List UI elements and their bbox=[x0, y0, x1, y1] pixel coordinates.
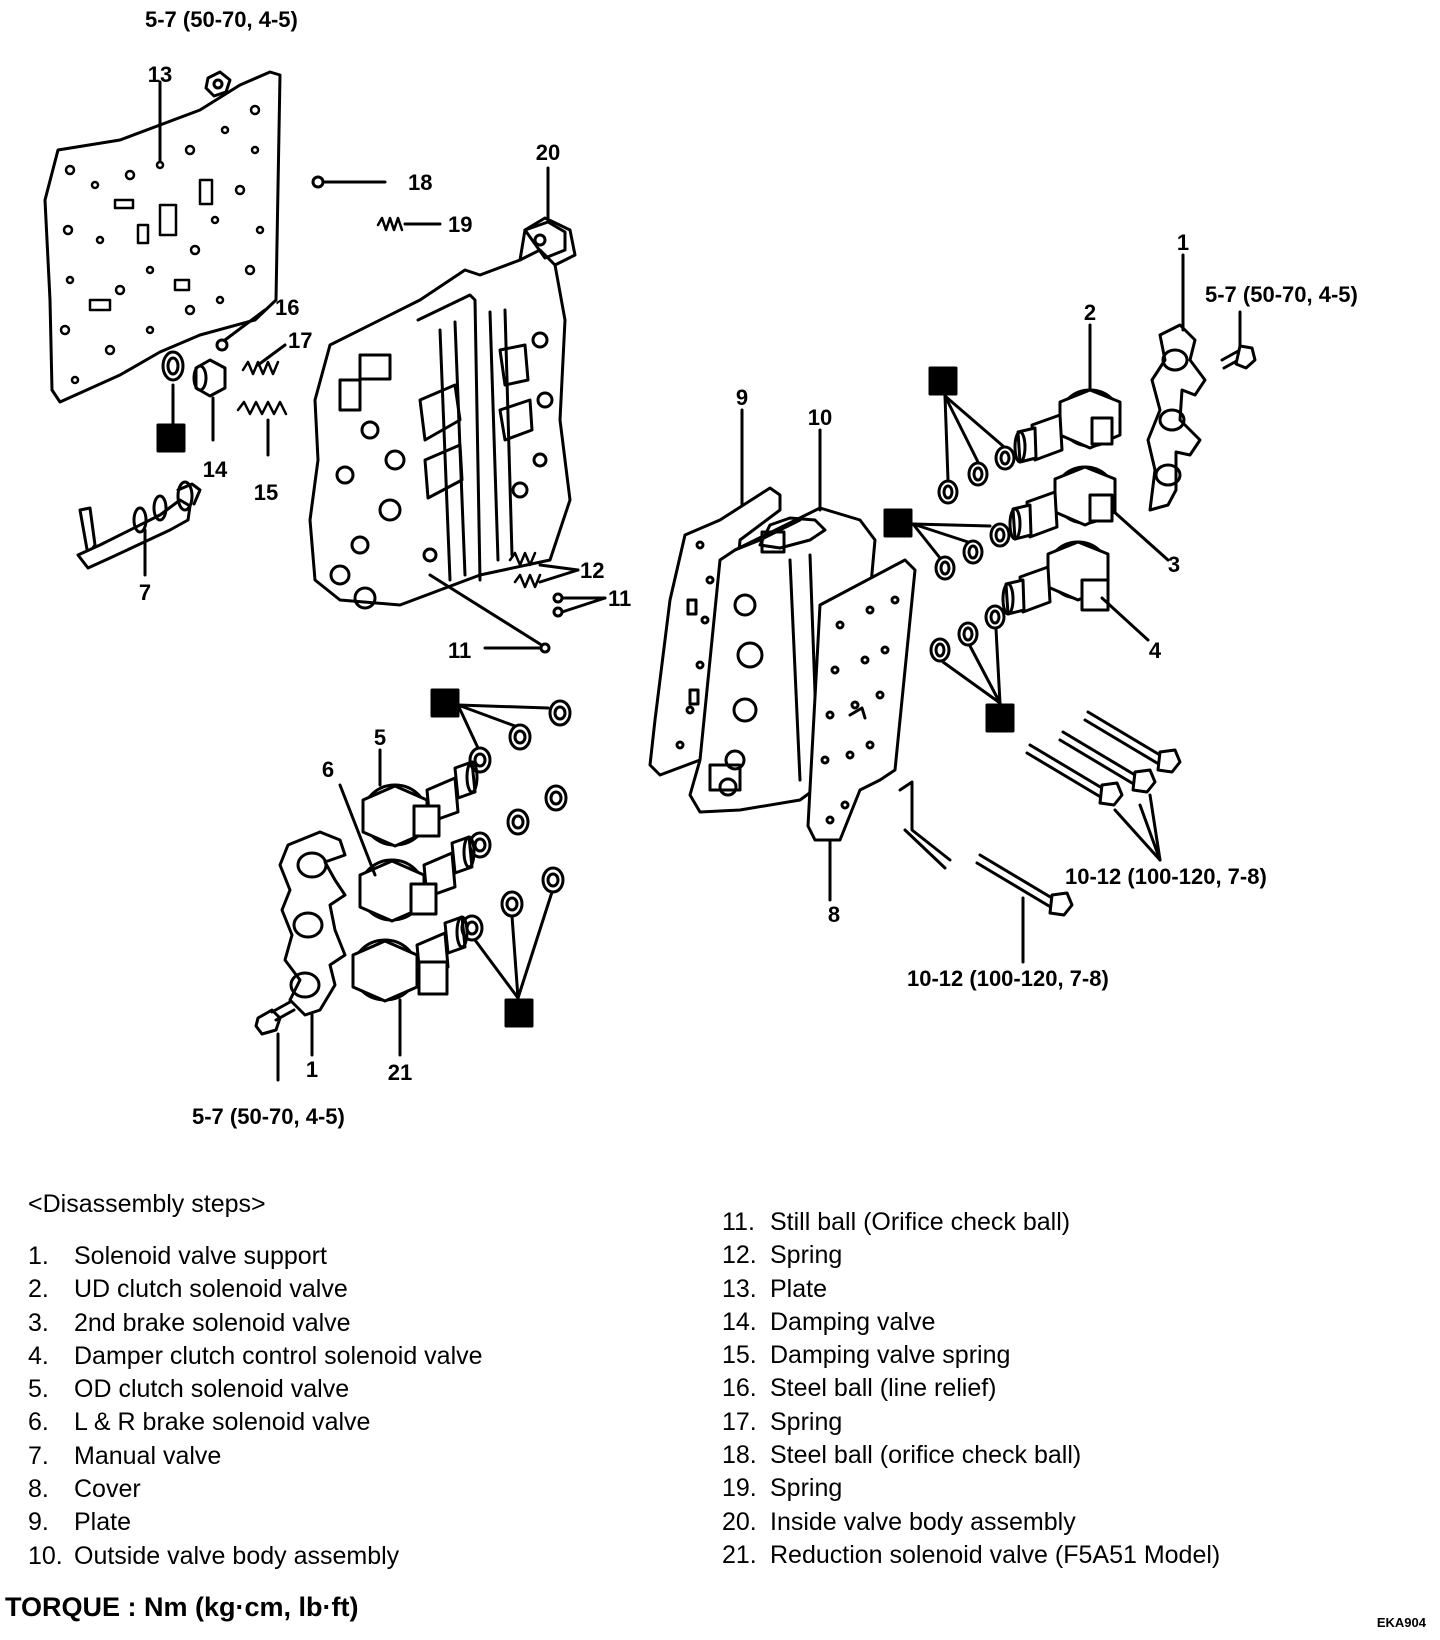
callout-19: 19 bbox=[448, 212, 472, 237]
seal-marker-square bbox=[430, 688, 460, 718]
o-rings-upper-right bbox=[937, 445, 1016, 505]
bracket bbox=[898, 780, 952, 862]
legend-item: 15.Damping valve spring bbox=[722, 1341, 1011, 1370]
legend-list-left: 1.Solenoid valve support 2.UD clutch sol… bbox=[28, 1240, 483, 1573]
seal-marker-square bbox=[928, 366, 958, 396]
callout-3: 3 bbox=[1168, 552, 1180, 577]
disassembly-steps-heading: <Disassembly steps> bbox=[28, 1190, 266, 1218]
legend-item: 9.Plate bbox=[28, 1508, 131, 1537]
spring-15 bbox=[236, 400, 288, 416]
legend-item: 13.Plate bbox=[722, 1274, 827, 1303]
callout-5: 5 bbox=[374, 725, 386, 750]
legend-item: 7.Manual valve bbox=[28, 1441, 222, 1470]
callout-20: 20 bbox=[536, 140, 560, 165]
callout-18: 18 bbox=[408, 170, 432, 195]
torque-label-bottom-left: 5-7 (50-70, 4-5) bbox=[192, 1104, 345, 1129]
spring-19 bbox=[376, 216, 404, 232]
bolt-long-1 bbox=[1083, 710, 1182, 774]
callout-11a: 11 bbox=[608, 586, 631, 611]
seal-marker-square bbox=[985, 703, 1015, 733]
callout-14: 14 bbox=[203, 457, 228, 482]
legend-item: 11.Still ball (Orifice check ball) bbox=[722, 1208, 1071, 1236]
bolt-top-left bbox=[204, 70, 232, 98]
torque-label-top-left: 5-7 (50-70, 4-5) bbox=[145, 7, 298, 32]
bolt-long-3 bbox=[1025, 743, 1124, 807]
figure-code: EKA904 bbox=[1376, 1615, 1426, 1630]
bolt-long-2 bbox=[1058, 730, 1157, 794]
solenoid-valve-5 bbox=[361, 760, 479, 848]
bolt-long-4 bbox=[975, 853, 1074, 917]
manual-valve-7 bbox=[76, 480, 202, 570]
callout-16: 16 bbox=[275, 295, 299, 320]
legend-item: 10.Outside valve body assembly bbox=[28, 1541, 400, 1570]
solenoid-valve-3 bbox=[1008, 465, 1117, 541]
check-ball-11c bbox=[539, 642, 551, 654]
callout-2: 2 bbox=[1084, 300, 1096, 325]
bolt-right bbox=[1220, 344, 1257, 370]
torque-unit-legend: TORQUE : Nm (kg·cm, lb·ft) bbox=[5, 1592, 359, 1622]
steel-ball-18 bbox=[311, 175, 325, 189]
seal-marker-square bbox=[504, 998, 534, 1028]
callout-11b: 11 bbox=[448, 638, 471, 663]
o-rings-left-group bbox=[460, 699, 572, 942]
callout-4: 4 bbox=[1149, 638, 1162, 663]
steel-ball-16 bbox=[215, 338, 229, 352]
bolt-bottom-left bbox=[254, 1000, 296, 1036]
cover-8 bbox=[806, 558, 917, 842]
legend-item: 6.L & R brake solenoid valve bbox=[28, 1408, 371, 1437]
callout-15: 15 bbox=[254, 480, 278, 505]
legend-item: 14.Damping valve bbox=[722, 1307, 936, 1336]
callout-8: 8 bbox=[828, 902, 840, 927]
solenoid-valve-2 bbox=[1013, 388, 1122, 464]
legend-item: 20.Inside valve body assembly bbox=[722, 1507, 1076, 1536]
callout-17: 17 bbox=[288, 328, 312, 353]
reduction-solenoid-valve-21 bbox=[351, 915, 469, 1003]
seal-marker-square bbox=[156, 423, 186, 453]
callout-6: 6 bbox=[322, 757, 334, 782]
solenoid-valve-support-1-right bbox=[1146, 323, 1207, 512]
o-rings-middle-right bbox=[934, 522, 1011, 581]
spring-12a bbox=[508, 551, 537, 567]
spring-17 bbox=[241, 360, 280, 376]
torque-label-bolts-lower: 10-12 (100-120, 7-8) bbox=[907, 966, 1109, 991]
callout-1-left: 1 bbox=[306, 1057, 318, 1082]
legend-item: 12.Spring bbox=[722, 1241, 843, 1270]
solenoid-valve-support-1-left bbox=[278, 830, 347, 1017]
legend-item: 19.Spring bbox=[722, 1474, 843, 1503]
legend-item: 3.2nd brake solenoid valve bbox=[28, 1308, 351, 1337]
exploded-valve-body-diagram: 13 20 18 19 16 17 14 15 7 12 11 11 1 2 9… bbox=[43, 7, 1358, 1129]
callout-10: 10 bbox=[808, 405, 832, 430]
inside-valve-body-20 bbox=[308, 216, 577, 610]
legend-item: 21.Reduction solenoid valve (F5A51 Model… bbox=[722, 1540, 1221, 1569]
legend-list-right: 11.Still ball (Orifice check ball) 12.Sp… bbox=[722, 1206, 1220, 1572]
seal-marker-square bbox=[883, 508, 913, 538]
legend-item: 18.Steel ball (orifice check ball) bbox=[722, 1441, 1082, 1470]
torque-label-bolts-upper: 10-12 (100-120, 7-8) bbox=[1065, 864, 1267, 889]
legend-item: 16.Steel ball (line relief) bbox=[722, 1374, 997, 1403]
callout-9: 9 bbox=[736, 385, 748, 410]
callout-7: 7 bbox=[139, 580, 151, 605]
callout-1-right: 1 bbox=[1177, 230, 1189, 255]
legend-item: 17.Spring bbox=[722, 1407, 843, 1436]
plate-13 bbox=[43, 70, 282, 404]
legend-item: 2.UD clutch solenoid valve bbox=[28, 1275, 348, 1304]
o-rings-lower-right bbox=[929, 604, 1006, 663]
seal-ring-14 bbox=[161, 350, 185, 382]
callout-13: 13 bbox=[148, 62, 172, 87]
legend-item: 1.Solenoid valve support bbox=[28, 1242, 327, 1270]
solenoid-valve-4 bbox=[1001, 540, 1110, 616]
solenoid-valve-6 bbox=[358, 835, 476, 923]
callout-21: 21 bbox=[388, 1060, 412, 1085]
torque-label-right: 5-7 (50-70, 4-5) bbox=[1205, 282, 1358, 307]
callout-12: 12 bbox=[580, 558, 604, 583]
legend-item: 5.OD clutch solenoid valve bbox=[28, 1375, 350, 1404]
damping-valve-14 bbox=[192, 358, 227, 398]
legend-item: 8.Cover bbox=[28, 1475, 141, 1504]
legend-item: 4.Damper clutch control solenoid valve bbox=[28, 1341, 483, 1370]
spring-12b bbox=[513, 573, 542, 589]
